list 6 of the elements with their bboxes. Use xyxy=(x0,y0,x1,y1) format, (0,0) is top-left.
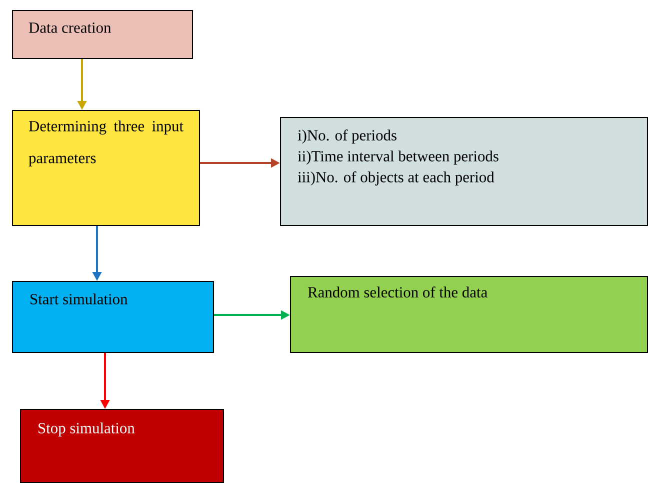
end-box: Stop simulation xyxy=(20,409,224,483)
process-box: Random selection of the data xyxy=(290,276,648,353)
process-box: Start simulation xyxy=(12,281,214,353)
info-box: i)No. of periods ii)Time interval between periods iii)No. of objects at each period xyxy=(280,117,648,226)
process-box: Data creation xyxy=(12,10,193,59)
process-box: Determining three input parameters xyxy=(12,110,200,226)
